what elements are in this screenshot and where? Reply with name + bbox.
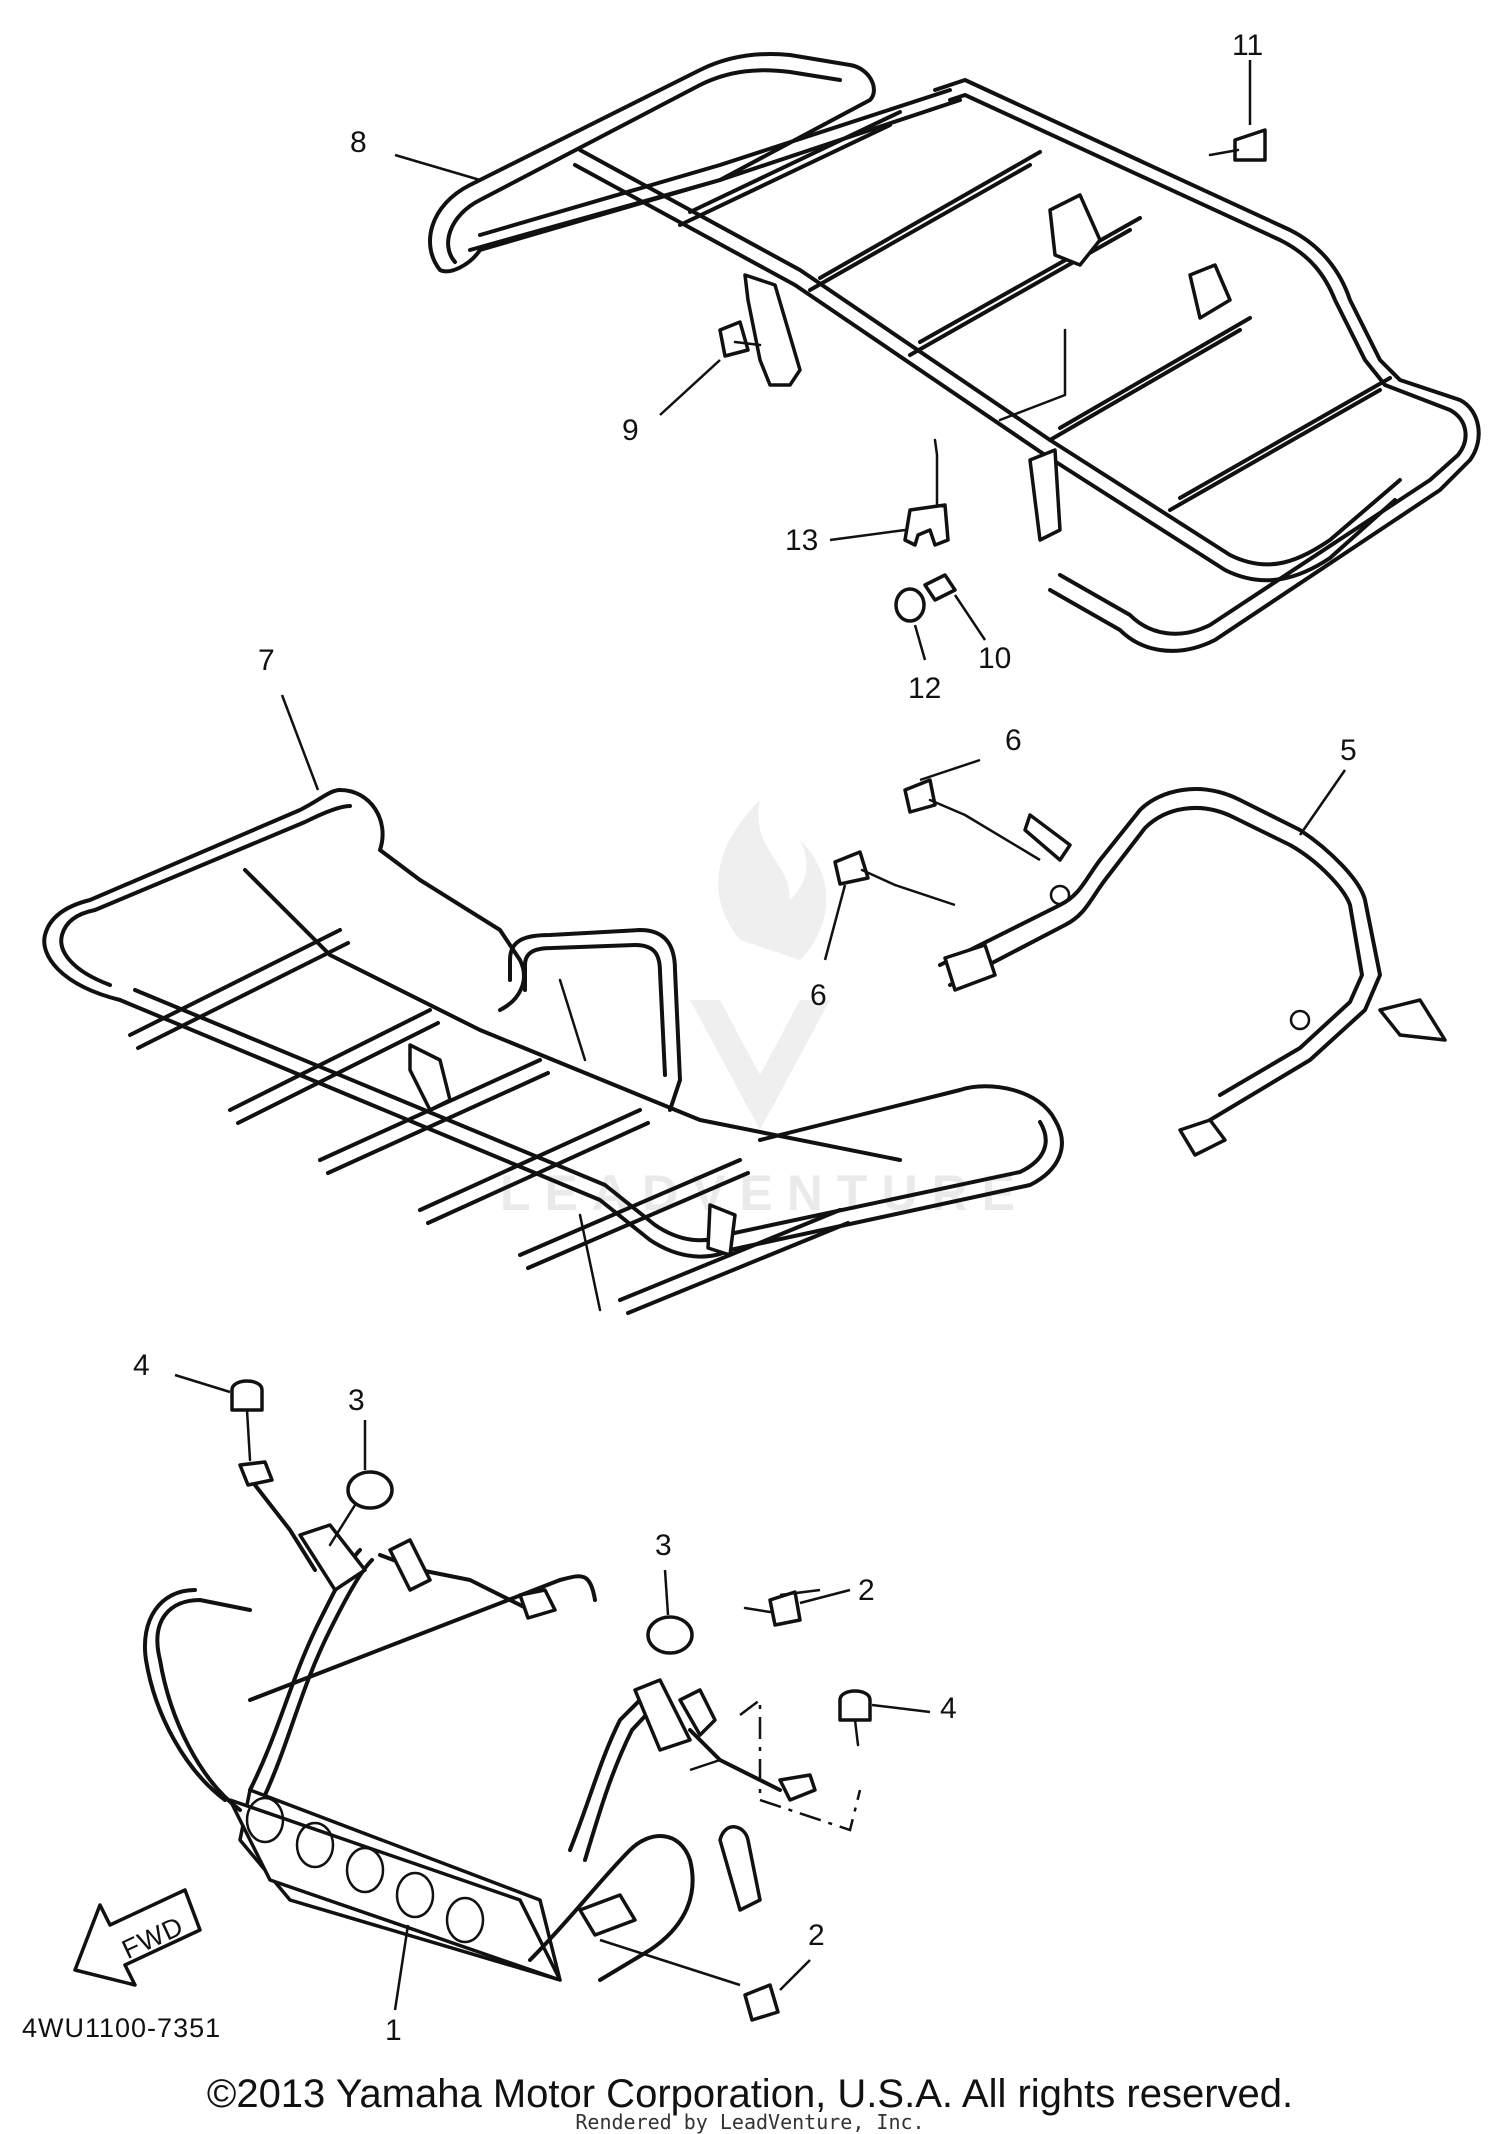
bolt-9 [718,320,750,358]
bolt-6-upper [903,778,937,814]
callout-13: 13 [785,524,818,557]
bolt-6-lower [833,850,870,886]
rear-carrier-8 [428,51,1481,653]
drawing-code: 4WU1100-7351 [22,2013,221,2043]
copyright-notice: ©2013 Yamaha Motor Corporation, U.S.A. A… [206,2072,1294,2116]
callout-2-upper: 2 [858,1574,875,1607]
bolt-2-lower [743,1983,780,2022]
guard-bracket-5 [938,787,1447,1157]
callout-4-left: 4 [133,1349,150,1382]
callout-2-lower: 2 [808,1919,825,1952]
callout-9: 9 [622,414,639,447]
callout-11: 11 [1232,29,1263,62]
bolt-2-upper [768,1590,802,1627]
fasteners [174,60,1267,2022]
callout-6-lower: 6 [810,979,827,1012]
fwd-direction-arrow: FWD [73,1888,202,1987]
leader-7 [280,694,320,791]
collar-10 [923,573,957,602]
callout-10: 10 [978,642,1011,675]
callout-labels: 11 8 9 13 10 12 7 6 5 6 4 3 3 2 4 2 1 4W… [22,29,1357,2047]
grommet-3-right [646,1615,694,1655]
callout-1: 1 [385,2014,402,2047]
cap-4-left [230,1379,264,1412]
leader-5 [1298,769,1347,836]
callout-12: 12 [908,672,941,705]
rendered-by-notice: Rendered by LeadVenture, Inc. [575,2110,925,2134]
front-carrier-7 [42,788,1064,1315]
leader-8 [394,153,481,182]
callout-6-upper: 6 [1005,724,1022,757]
callout-4-right: 4 [940,1692,957,1725]
callout-3-left: 3 [348,1384,365,1417]
bolt-11 [1233,128,1267,162]
clip-13 [903,503,950,547]
grommet-3-left [346,1470,394,1510]
cap-4-right [838,1689,872,1722]
front-bumper-1 [143,1460,862,1987]
callout-3-right: 3 [655,1529,672,1562]
callout-5: 5 [1340,734,1357,767]
leader-1 [393,1924,410,2011]
leadventure-watermark: LEADVENTURE [500,800,1015,1221]
callout-8: 8 [350,126,367,159]
nut-12 [894,587,926,623]
callout-7: 7 [258,644,275,677]
